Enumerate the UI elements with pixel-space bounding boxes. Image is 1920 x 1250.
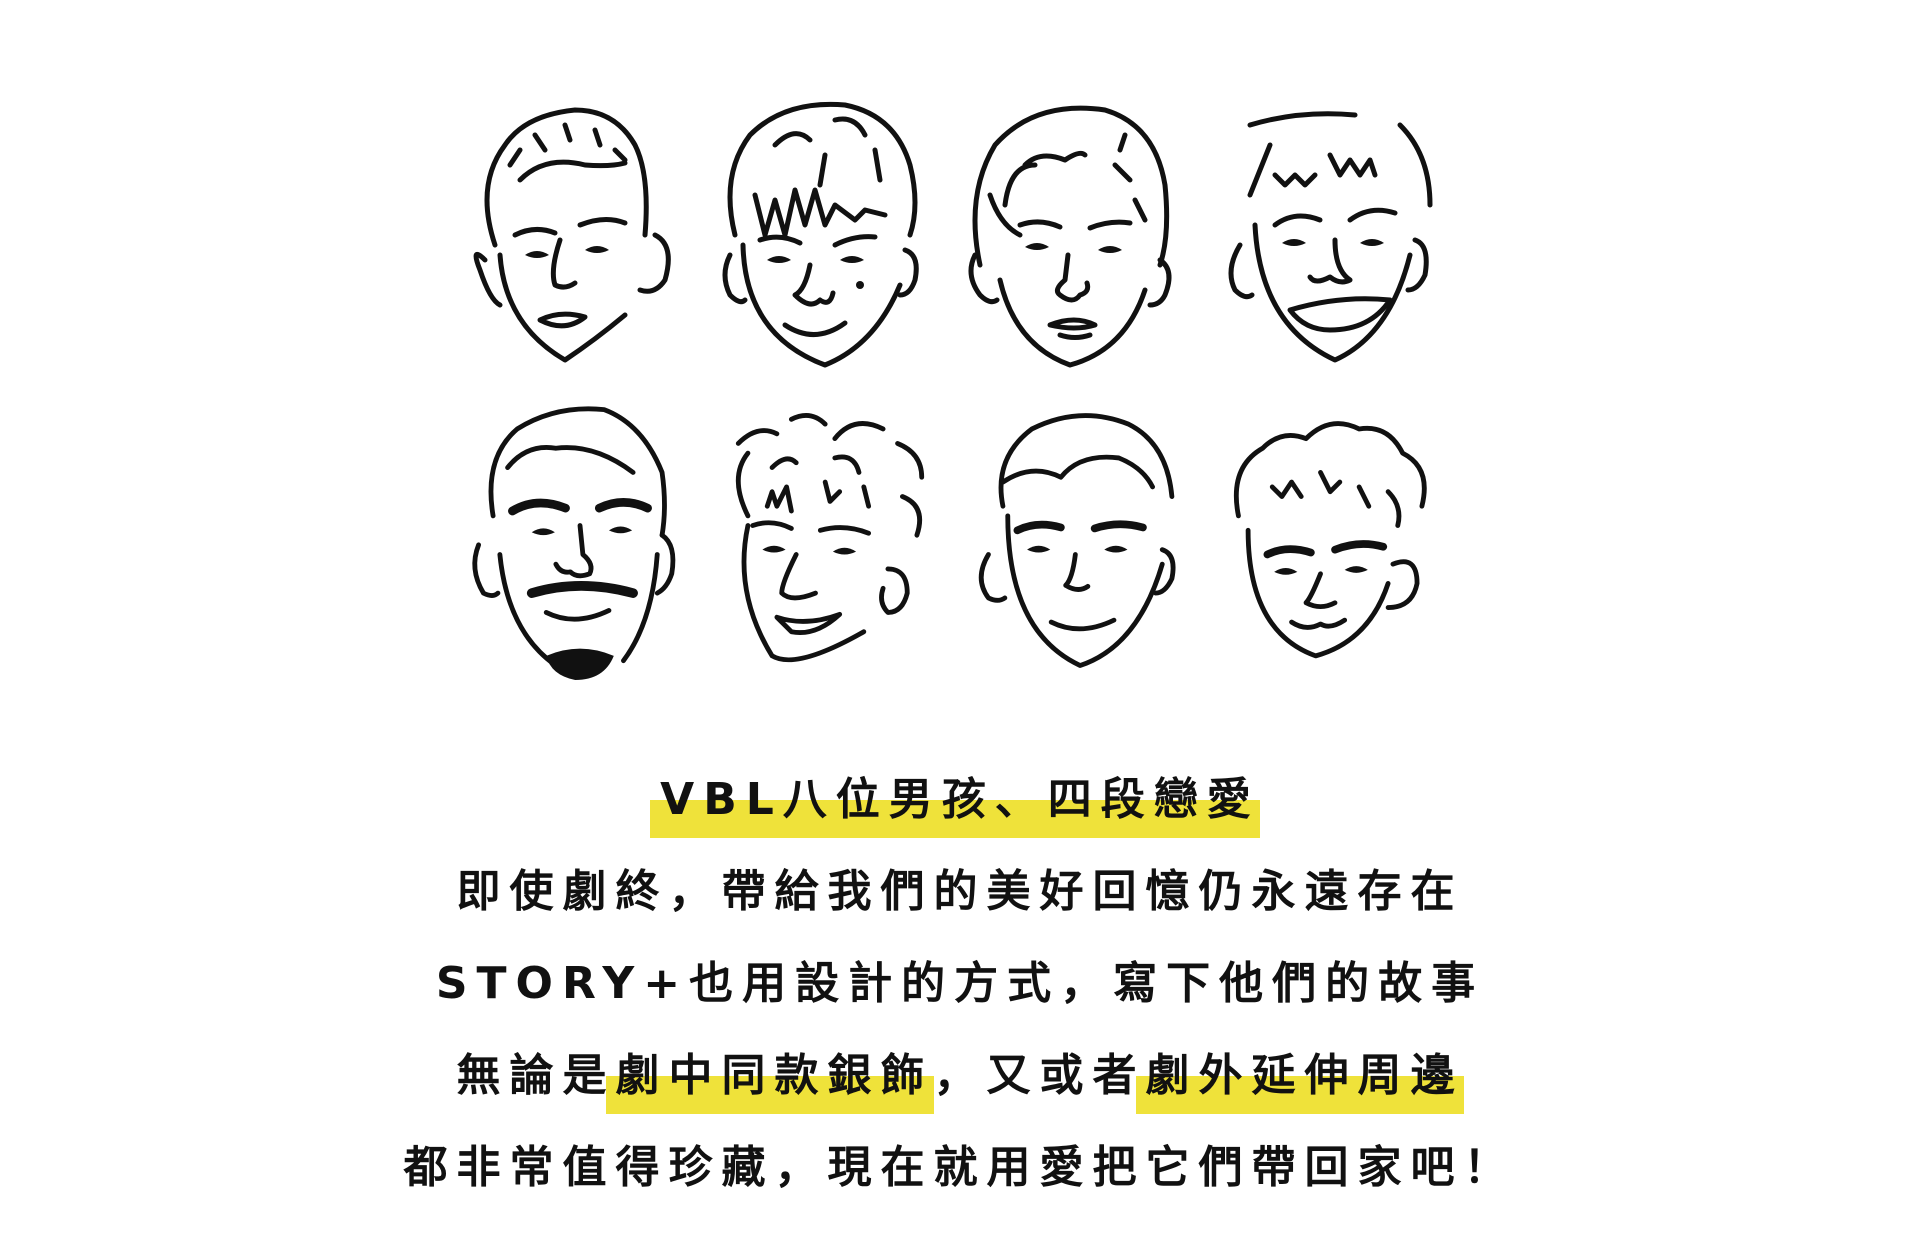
highlighted-text: VBL八位男孩、四段戀愛 bbox=[650, 762, 1260, 838]
copy-line-4: 無論是劇中同款銀飾，又或者劇外延伸周邊 bbox=[0, 1038, 1920, 1130]
copy-text: ，又或者 bbox=[933, 1050, 1146, 1101]
face-6-curly-tilted bbox=[715, 400, 945, 680]
copy-line-2: 即使劇終，帶給我們的美好回憶仍永遠存在 bbox=[456, 866, 1464, 917]
face-3-swept-hair bbox=[965, 95, 1195, 375]
copy-line-5: 都非常值得珍藏，現在就用愛把它們帶回家吧！ bbox=[403, 1142, 1517, 1193]
face-7-side-part-smile bbox=[970, 400, 1200, 680]
copy-line-3: STORY+也用設計的方式，寫下他們的故事 bbox=[435, 958, 1485, 1009]
highlighted-text-merch: 劇外延伸周邊 bbox=[1135, 1038, 1464, 1114]
headline-line: VBL八位男孩、四段戀愛 bbox=[0, 762, 1920, 854]
face-1-spiky-hair bbox=[465, 95, 695, 375]
face-4-wide-smile bbox=[1220, 95, 1450, 375]
highlighted-text-drama-silver: 劇中同款銀飾 bbox=[605, 1038, 934, 1114]
portrait-illustration bbox=[465, 95, 1465, 695]
face-5-mustache-goatee bbox=[465, 400, 695, 680]
promo-copy: VBL八位男孩、四段戀愛 即使劇終，帶給我們的美好回憶仍永遠存在 STORY+也… bbox=[0, 762, 1920, 1222]
copy-text: 無論是 bbox=[456, 1050, 616, 1101]
face-2-wavy-fringe-mole bbox=[715, 95, 945, 375]
face-8-curly-hair bbox=[1220, 400, 1450, 680]
